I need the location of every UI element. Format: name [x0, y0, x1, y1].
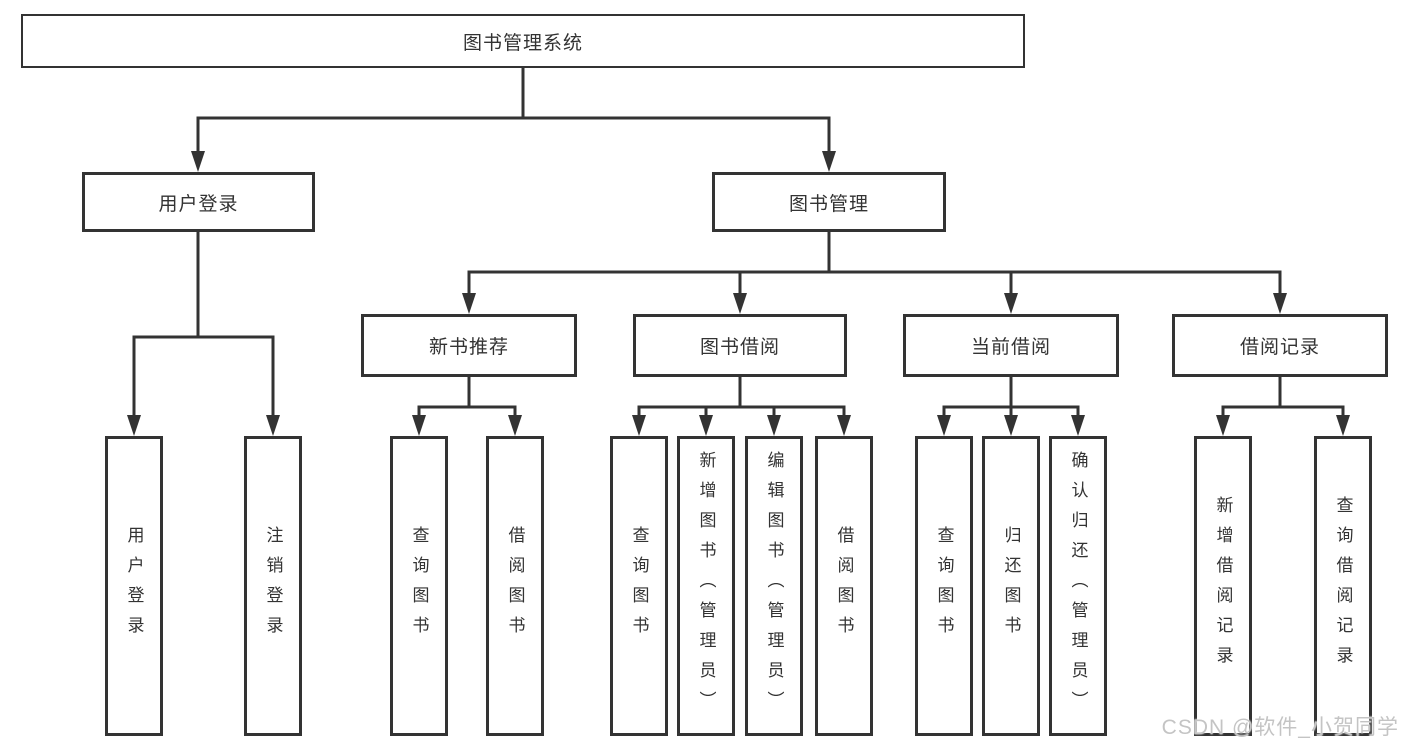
leaf-label: 用户登录 [124, 526, 144, 646]
leaf-add-borrow-record: 新增借阅记录 [1194, 436, 1252, 736]
leaf-query-books-borrow: 查询图书 [610, 436, 668, 736]
leaf-user-login: 用户登录 [105, 436, 163, 736]
node-book-borrow: 图书借阅 [633, 314, 847, 377]
node-book-management: 图书管理 [712, 172, 946, 232]
leaf-confirm-return-admin: 确认归还（管理员） [1049, 436, 1107, 736]
leaf-label: 编辑图书（管理员） [764, 451, 784, 721]
leaf-label: 新增图书（管理员） [696, 451, 716, 721]
leaf-query-borrow-record: 查询借阅记录 [1314, 436, 1372, 736]
connector-book-mgmt-to-modules [462, 232, 1287, 314]
csdn-watermark: CSDN @软件_小贺同学 [1161, 716, 1399, 739]
connector-borrow-to-leaves [632, 377, 851, 436]
leaf-label: 借阅图书 [505, 526, 525, 646]
connector-user-login-to-leaves [127, 232, 280, 436]
connector-root-to-level2 [191, 68, 836, 172]
leaf-label: 查询图书 [629, 526, 649, 646]
connector-new-book-to-leaves [412, 377, 522, 436]
leaf-label: 查询图书 [409, 526, 429, 646]
connector-current-to-leaves [937, 377, 1085, 436]
node-root-system: 图书管理系统 [21, 14, 1025, 68]
node-user-login: 用户登录 [82, 172, 315, 232]
leaf-query-books-recommend: 查询图书 [390, 436, 448, 736]
leaf-borrow-books-recommend: 借阅图书 [486, 436, 544, 736]
leaf-return-books: 归还图书 [982, 436, 1040, 736]
node-current-borrow: 当前借阅 [903, 314, 1119, 377]
leaf-label: 查询借阅记录 [1333, 496, 1353, 676]
connector-records-to-leaves [1216, 377, 1350, 436]
leaf-query-books-current: 查询图书 [915, 436, 973, 736]
leaf-label: 归还图书 [1001, 526, 1021, 646]
leaf-logout: 注销登录 [244, 436, 302, 736]
node-new-book-recommend: 新书推荐 [361, 314, 577, 377]
leaf-add-books-admin: 新增图书（管理员） [677, 436, 735, 736]
leaf-borrow-books: 借阅图书 [815, 436, 873, 736]
node-borrow-records: 借阅记录 [1172, 314, 1388, 377]
leaf-label: 注销登录 [263, 526, 283, 646]
leaf-label: 查询图书 [934, 526, 954, 646]
leaf-label: 新增借阅记录 [1213, 496, 1233, 676]
leaf-edit-books-admin: 编辑图书（管理员） [745, 436, 803, 736]
leaf-label: 确认归还（管理员） [1068, 451, 1088, 721]
leaf-label: 借阅图书 [834, 526, 854, 646]
